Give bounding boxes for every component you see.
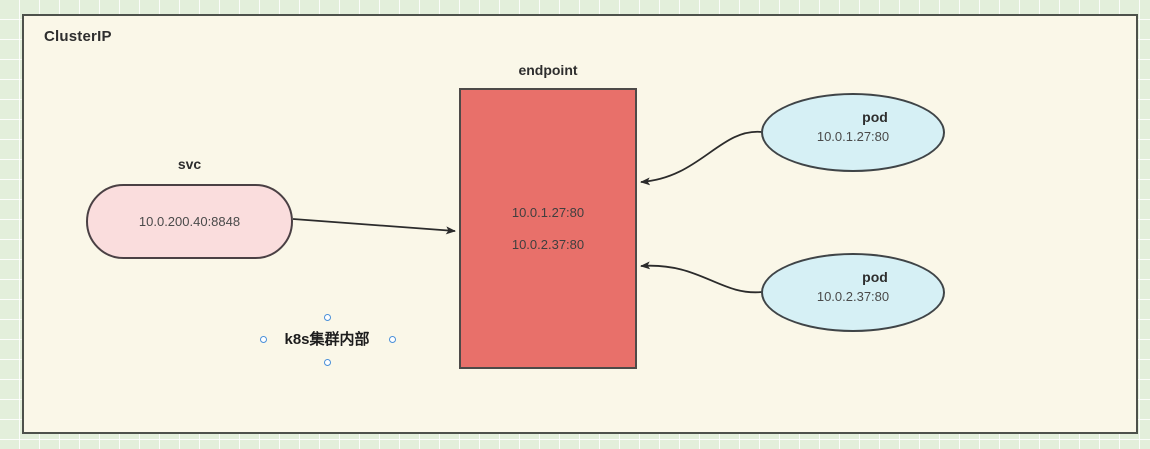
pod-2-label: pod <box>862 269 888 285</box>
svc-address: 10.0.200.40:8848 <box>138 214 241 229</box>
endpoint-node[interactable]: 10.0.1.27:80 10.0.2.37:80 <box>459 88 637 369</box>
pod-1-label: pod <box>862 109 888 125</box>
clusterip-title: ClusterIP <box>44 28 112 45</box>
selection-handle-right[interactable] <box>389 336 396 343</box>
annotation-text[interactable]: k8s集群内部 <box>284 331 370 348</box>
endpoint-address-2: 10.0.2.37:80 <box>511 236 585 252</box>
endpoint-label: endpoint <box>518 62 578 78</box>
endpoint-address-1: 10.0.1.27:80 <box>511 204 585 220</box>
pod-2-address: 10.0.2.37:80 <box>816 289 890 304</box>
pod-1-address: 10.0.1.27:80 <box>816 129 890 144</box>
selection-handle-top[interactable] <box>324 314 331 321</box>
svc-node[interactable]: 10.0.200.40:8848 <box>86 184 293 259</box>
pod-node-1[interactable]: pod 10.0.1.27:80 <box>761 93 945 172</box>
selection-handle-bottom[interactable] <box>324 359 331 366</box>
pod-node-2[interactable]: pod 10.0.2.37:80 <box>761 253 945 332</box>
svc-label: svc <box>177 156 202 172</box>
selection-handle-left[interactable] <box>260 336 267 343</box>
